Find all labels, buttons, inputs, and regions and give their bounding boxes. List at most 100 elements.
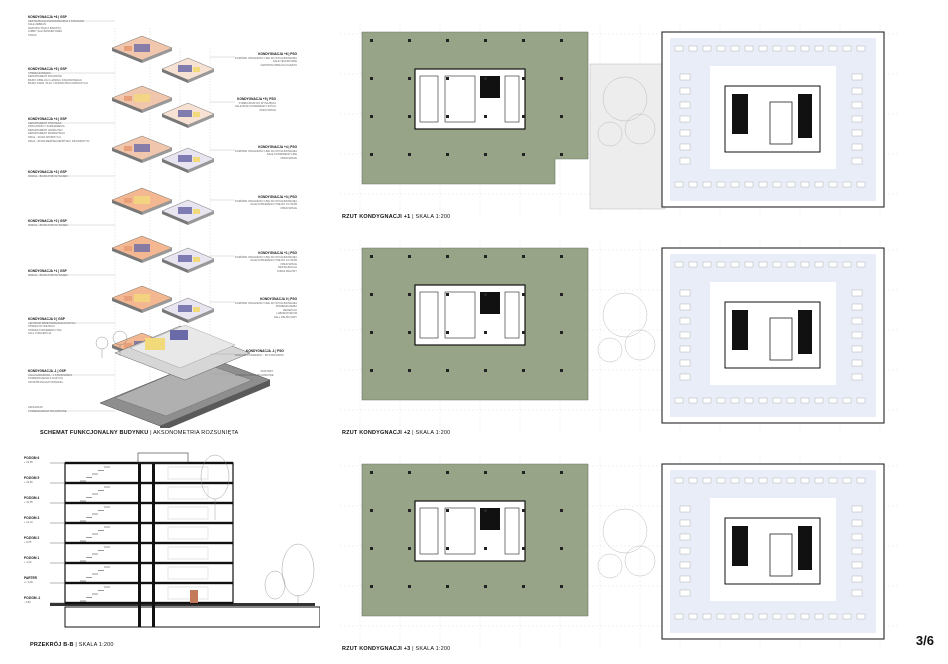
axonometry-caption-bold: SCHEMAT FUNKCJONALNY BUDYNKU <box>40 430 149 436</box>
floor-plan-drawing <box>340 24 900 214</box>
green-floor-plan <box>361 247 589 401</box>
level-name: POZIOM 1 <box>24 556 40 560</box>
floor-plan-drawing <box>340 240 900 430</box>
landscape-circles <box>589 63 666 210</box>
section-trees <box>200 454 315 603</box>
label-item: LOBBY SALI BANKIETOWEJ <box>28 30 63 34</box>
label-item: KOMÓRKI ORGANIZACYJNE DO WYNAJMOWANIA <box>235 301 298 305</box>
label-group-title: KONDYGNACJA +2 | GSP <box>28 219 67 223</box>
label-item: ARCHIWUM <box>28 406 43 409</box>
floor-plan-caption: RZUT KONDYGNACJI +3 | SKALA 1:200 <box>342 646 450 652</box>
level-value: - 3,80 <box>24 600 31 604</box>
section-caption-bold: PRZEKRÓJ B-B <box>30 642 74 648</box>
section-level-marker: POZIOM 3+ 12,10 <box>24 516 40 524</box>
floor-plan-caption-rest: | SKALA 1:200 <box>410 214 451 220</box>
office-floor-plan <box>661 31 885 208</box>
label-item: SPOSÓB MAGAZYNOWANIA <box>28 380 63 384</box>
label-item: KOMÓRKI ORGANIZACYJNE DO WYNAJMOWANIA <box>235 56 298 60</box>
axonometry-caption: SCHEMAT FUNKCJONALNY BUDYNKU | AKSONOMET… <box>40 430 238 436</box>
level-value: +/- 0,00 <box>24 580 33 584</box>
label-item: BIURO OBSŁUGI I HANDLU FINANSOWEGO <box>28 78 82 82</box>
axonometry-right-floor <box>161 297 215 323</box>
section-level-marker: POZIOM 2+ 8,25 <box>24 536 40 544</box>
right-floor-stack <box>161 57 215 323</box>
level-name: POZIOM 6 <box>24 456 40 460</box>
floor-plan-drawing <box>340 456 900 646</box>
floor-plan-caption: RZUT KONDYGNACJI +2 | SKALA 1:200 <box>342 430 450 436</box>
label-group-title: KONDYGNACJA 0 | GSP <box>28 317 65 321</box>
level-name: PARTER <box>24 576 37 580</box>
label-item: DZIAŁ - BIURA BEZPIECZEŃSTWA I INFORMATY… <box>28 139 90 143</box>
section-caption: PRZEKRÓJ B-B | SKALA 1:200 <box>30 642 114 648</box>
office-floor-plan <box>661 463 885 640</box>
label-item: POMIESZCZENIA TECHNICZNE <box>235 373 274 377</box>
label-item: BIURO KADR, PŁAC I SPRAW PRACOWNICZYCH <box>28 82 88 86</box>
label-item: SALE KONFERENCYJNE DO 12 OSÓB <box>250 259 298 263</box>
axonometry-left-floor <box>111 285 173 313</box>
label-item: STREFA KONFERENCYJNA <box>28 328 62 332</box>
base-podium <box>99 324 271 428</box>
label-item: HALL WEJŚCIOWY <box>273 315 298 319</box>
office-floor-plan <box>661 247 885 424</box>
label-item: STREFA ZARZĄDU <box>28 71 51 75</box>
green-floor-plan <box>361 31 589 185</box>
label-item: SALE BIUR KONFERENCYJNYCH <box>235 105 276 109</box>
section-level-marker: POZIOM 6+ 23,65 <box>24 456 40 464</box>
landscape-circles <box>597 508 656 579</box>
axonometry-left-floor <box>111 187 173 215</box>
label-item: DEPARTAMENT HANDLOWY <box>28 128 63 132</box>
label-item: OPEN SPACE <box>280 206 298 210</box>
axonometry-left-floor <box>111 35 173 63</box>
label-item: NAROŻNY BAR Z BARISTĄ <box>28 26 61 30</box>
section-level-marker: POZIOM -1- 3,80 <box>24 596 40 604</box>
label-group-title: KONDYGNACJA 0 | PSG <box>260 297 298 301</box>
axonometry-right-floor <box>161 57 215 83</box>
level-value: + 4,40 <box>24 560 32 564</box>
label-group-title: KONDYGNACJA +6 | PSG <box>258 52 298 56</box>
label-group-title: KONDYGNACJA +1 | GSP <box>28 269 67 273</box>
label-item: POMIESZCZENIA TECHNICZNE <box>28 409 67 413</box>
level-name: POZIOM 3 <box>24 516 40 520</box>
axonometry-right-floor <box>161 199 215 225</box>
label-item: STREFA DO WEJŚCIA <box>28 325 55 329</box>
section-caption-rest: | SKALA 1:200 <box>75 642 114 648</box>
label-item: STREFA BIUR DO WYNAJĘCIA <box>238 101 276 105</box>
level-name: POZIOM 2 <box>24 536 40 540</box>
axonometry-left-floor <box>111 135 173 163</box>
label-item: RESTAURACJA <box>278 266 298 270</box>
label-item: SALE KONFERENCYJNE DO 15 OSÓB <box>250 203 298 207</box>
floor-plan-caption: RZUT KONDYGNACJI +1 | SKALA 1:200 <box>342 214 450 220</box>
label-item: DEPARTAMENT MARKETINGU <box>28 132 66 136</box>
floor-plan-caption-bold: RZUT KONDYGNACJI +1 <box>342 214 411 220</box>
floor-plan-row: RZUT KONDYGNACJI +2 | SKALA 1:200 <box>340 240 900 440</box>
level-name: POZIOM 5 <box>24 476 40 480</box>
label-group-title: KONDYGNACJA -1 | GSP <box>28 369 66 373</box>
label-item: KOMÓRKI ORGANIZACYJNE DO WYNAJMOWANIA <box>235 149 298 153</box>
label-item: CENTRUM PRZETWARZANIA DANYCH <box>28 321 76 325</box>
label-item: OPEN SPACE <box>259 108 276 112</box>
section-level-marker: POZIOM 5+ 19,80 <box>24 476 40 484</box>
label-item: MODUŁ - BIURA POD WYNAJEM <box>28 273 68 277</box>
label-item: DZIAŁ - SUWA SPORNYCH <box>28 135 61 139</box>
page-number: 3/6 <box>915 633 934 648</box>
label-item: MODUŁ - BIURA POD WYNAJEM <box>28 174 68 178</box>
label-group-title: KONDYGNACJA -1 | PSG <box>245 349 284 353</box>
axonometry-right-floor <box>161 102 215 128</box>
label-item: OPEN SPACE <box>280 262 298 266</box>
label-item: DEPARTAMENT STRATEGII <box>28 121 62 125</box>
label-item: POMIESZCZENIA <box>275 305 298 309</box>
section-level-marker: PARTER+/- 0,00 <box>24 576 37 584</box>
label-item: RECEPCJA <box>283 308 298 312</box>
